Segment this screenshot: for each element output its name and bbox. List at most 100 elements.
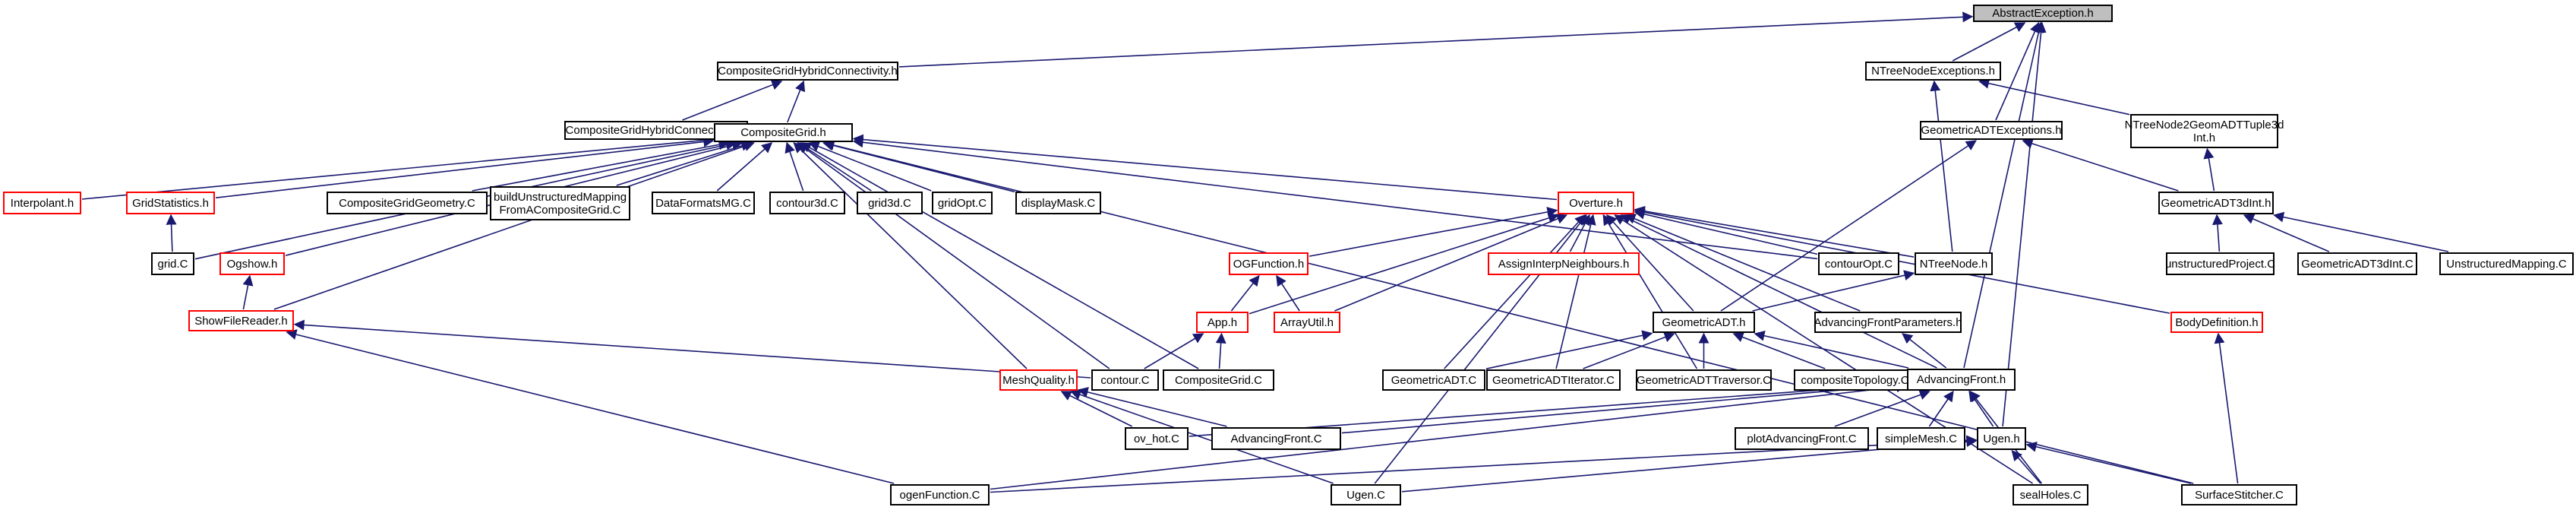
node-gadt3dint-c[interactable]: GeometricADT3dInt.C — [2297, 252, 2417, 275]
node-ogenfunc[interactable]: ogenFunction.C — [890, 484, 990, 505]
node-ugen-c[interactable]: Ugen.C — [1331, 484, 1401, 505]
node-ogfunction[interactable]: OGFunction.h — [1229, 252, 1309, 275]
node-meshquality[interactable]: MeshQuality.h — [999, 369, 1078, 391]
edge-af-c-to-meshquality — [1077, 387, 1227, 427]
node-showfile[interactable]: ShowFileReader.h — [188, 310, 294, 331]
node-simplemesh[interactable]: simpleMesh.C — [1877, 427, 1965, 450]
node-gadt-exc[interactable]: GeometricADTExceptions.h — [1920, 121, 2063, 140]
edge-contouropt-to-cg-h — [852, 137, 1818, 260]
node-ntree-exc[interactable]: NTreeNodeExceptions.h — [1865, 62, 2001, 81]
edge-gadt-h-to-ntreenode — [1752, 270, 1915, 312]
edge-ntreenode-to-ntree-exc — [1930, 80, 1953, 252]
node-gadt-h[interactable]: GeometricADT.h — [1653, 312, 1755, 333]
edge-gridopt-to-cg-h — [808, 141, 932, 192]
edge-sealholes-to-ugen-h — [2011, 449, 2041, 484]
node-contour3d[interactable]: contour3d.C — [769, 192, 845, 214]
node-gadt-iter[interactable]: GeometricADTIterator.C — [1486, 369, 1621, 391]
edge-gridstats-to-cg-h — [215, 136, 715, 198]
node-cghc-h[interactable]: CompositeGridHybridConnectivity.h — [717, 62, 898, 81]
edge-af-h-to-gadt-h — [1754, 330, 1909, 369]
edge-cghc-c-to-cghc-h — [682, 80, 783, 121]
node-gadt3dint-h[interactable]: GeometricADT3dInt.h — [2158, 192, 2274, 214]
edge-ugen-c-to-meshquality — [1069, 389, 1334, 484]
edge-app-h-to-ogfunction — [1230, 274, 1260, 312]
edge-plotaf-to-af-h — [1834, 389, 1930, 427]
node-ntreenode[interactable]: NTreeNode.h — [1915, 252, 1993, 275]
node-assign-interp[interactable]: AssignInterpNeighbours.h — [1488, 252, 1640, 275]
node-cgg-c[interactable]: CompositeGridGeometry.C — [327, 192, 488, 214]
node-afparams[interactable]: AdvancingFrontParameters.h — [1814, 312, 1962, 333]
edge-contouropt-to-overture — [1634, 208, 1818, 255]
node-overture[interactable]: Overture.h — [1558, 192, 1634, 214]
edge-ugen-h-to-abstract-exc — [2002, 21, 2047, 427]
node-ogshow[interactable]: Ogshow.h — [219, 252, 285, 275]
edge-ogenfunc-to-showfile — [286, 329, 895, 484]
edge-showfile-to-cg-h — [273, 141, 755, 310]
edge-grid-c-to-gridstats — [166, 214, 177, 252]
node-surfstitch[interactable]: SurfaceStitcher.C — [2181, 484, 2297, 505]
edge-cgg-c-to-cg-h — [472, 139, 730, 192]
node-arrayutil[interactable]: ArrayUtil.h — [1274, 312, 1340, 333]
node-cg-c[interactable]: CompositeGrid.C — [1163, 369, 1274, 391]
edge-af-c-to-af-h — [1341, 379, 1908, 434]
node-interpolant[interactable]: Interpolant.h — [3, 192, 81, 214]
edge-gadt-exc-to-abstract-exc — [1995, 21, 2040, 121]
edge-gadt3dint-h-to-ntn2g — [2203, 147, 2215, 192]
edge-surfstitch-to-bodydef — [2214, 332, 2239, 484]
edge-app-h-to-overture — [1249, 213, 1559, 315]
edge-arrayutil-to-ogfunction — [1276, 274, 1300, 312]
edge-ogfunction-to-overture — [1309, 207, 1558, 257]
node-build-unstr[interactable]: buildUnstructuredMapping FromACompositeG… — [490, 186, 630, 220]
node-ugen-h[interactable]: Ugen.h — [1977, 427, 2026, 450]
edge-ntree-exc-to-abstract-exc — [1952, 22, 2026, 62]
node-plotaf[interactable]: plotAdvancingFront.C — [1735, 427, 1869, 450]
edge-ntreenode-to-overture — [1634, 205, 1915, 258]
edge-gadt-h-to-gadt-exc — [1720, 140, 1977, 312]
edge-unstr-map-to-gadt3dint-h — [2273, 211, 2449, 252]
node-gridstats[interactable]: GridStatistics.h — [126, 192, 215, 214]
edge-contour-c-to-cg-h — [797, 142, 1110, 369]
edge-dfmg-to-cg-h — [716, 142, 773, 192]
node-abstract-exc: AbstractException.h — [1973, 5, 2113, 22]
node-af-c[interactable]: AdvancingFront.C — [1211, 427, 1341, 450]
edge-gadt3dint-h-to-gadt-exc — [2022, 138, 2179, 192]
edge-gadt-h-to-overture — [1606, 214, 1694, 312]
node-app-h[interactable]: App.h — [1196, 312, 1249, 333]
node-dfmg[interactable]: DataFormatsMG.C — [652, 192, 755, 214]
node-cg-h[interactable]: CompositeGrid.h — [714, 123, 853, 142]
node-unstr-map[interactable]: UnstructuredMapping.C — [2439, 252, 2574, 275]
node-gadt-trav[interactable]: GeometricADTTraversor.C — [1636, 369, 1772, 391]
edge-gadt-iter-to-gadt-h — [1583, 331, 1675, 369]
node-bodydef[interactable]: BodyDefinition.h — [2170, 312, 2263, 333]
edge-comptopo-to-gadt-h — [1732, 331, 1826, 369]
edge-af-h-to-afparams — [1902, 333, 1947, 369]
node-gadt-c[interactable]: GeometricADT.C — [1382, 369, 1485, 391]
node-ntn2g[interactable]: NTreeNode2GeomADTTuple3d Int.h — [2125, 114, 2284, 148]
edges-layer — [81, 11, 2449, 493]
edge-surfstitch-to-ugen-h — [2025, 441, 2192, 484]
edge-gadt-c-to-overture — [1444, 214, 1586, 369]
node-af-h[interactable]: AdvancingFront.h — [1907, 369, 2016, 391]
node-gridopt[interactable]: gridOpt.C — [932, 192, 993, 214]
edge-contour-c-to-app-h — [1144, 333, 1204, 369]
edge-simplemesh-to-af-h — [1928, 390, 1954, 427]
edge-gadt-c-to-gadt-h — [1485, 330, 1653, 369]
node-grid3d[interactable]: grid3d.C — [857, 192, 923, 214]
node-unstr-proj[interactable]: unstructuredProject.C — [2165, 252, 2275, 275]
node-displaymask[interactable]: displayMask.C — [1015, 192, 1101, 214]
edge-contour-c-to-showfile — [293, 319, 1091, 379]
node-sealholes[interactable]: sealHoles.C — [2012, 484, 2088, 505]
edge-cg-c-to-cg-h — [800, 142, 1199, 369]
edge-contour3d-to-cg-h — [784, 141, 804, 192]
node-grid-c[interactable]: grid.C — [151, 252, 194, 275]
node-contour-c[interactable]: contour.C — [1091, 369, 1159, 391]
edge-unstr-proj-to-gadt3dint-h — [2211, 214, 2223, 252]
node-contouropt[interactable]: contourOpt.C — [1818, 252, 1899, 275]
edge-gadt-iter-to-overture — [1555, 214, 1596, 369]
node-ovhot[interactable]: ov_hot.C — [1125, 427, 1189, 450]
edge-interpolant-to-cg-h — [81, 135, 715, 200]
edge-showfile-to-ogshow — [242, 274, 254, 310]
node-comptopo[interactable]: compositeTopology.C — [1794, 369, 1916, 391]
